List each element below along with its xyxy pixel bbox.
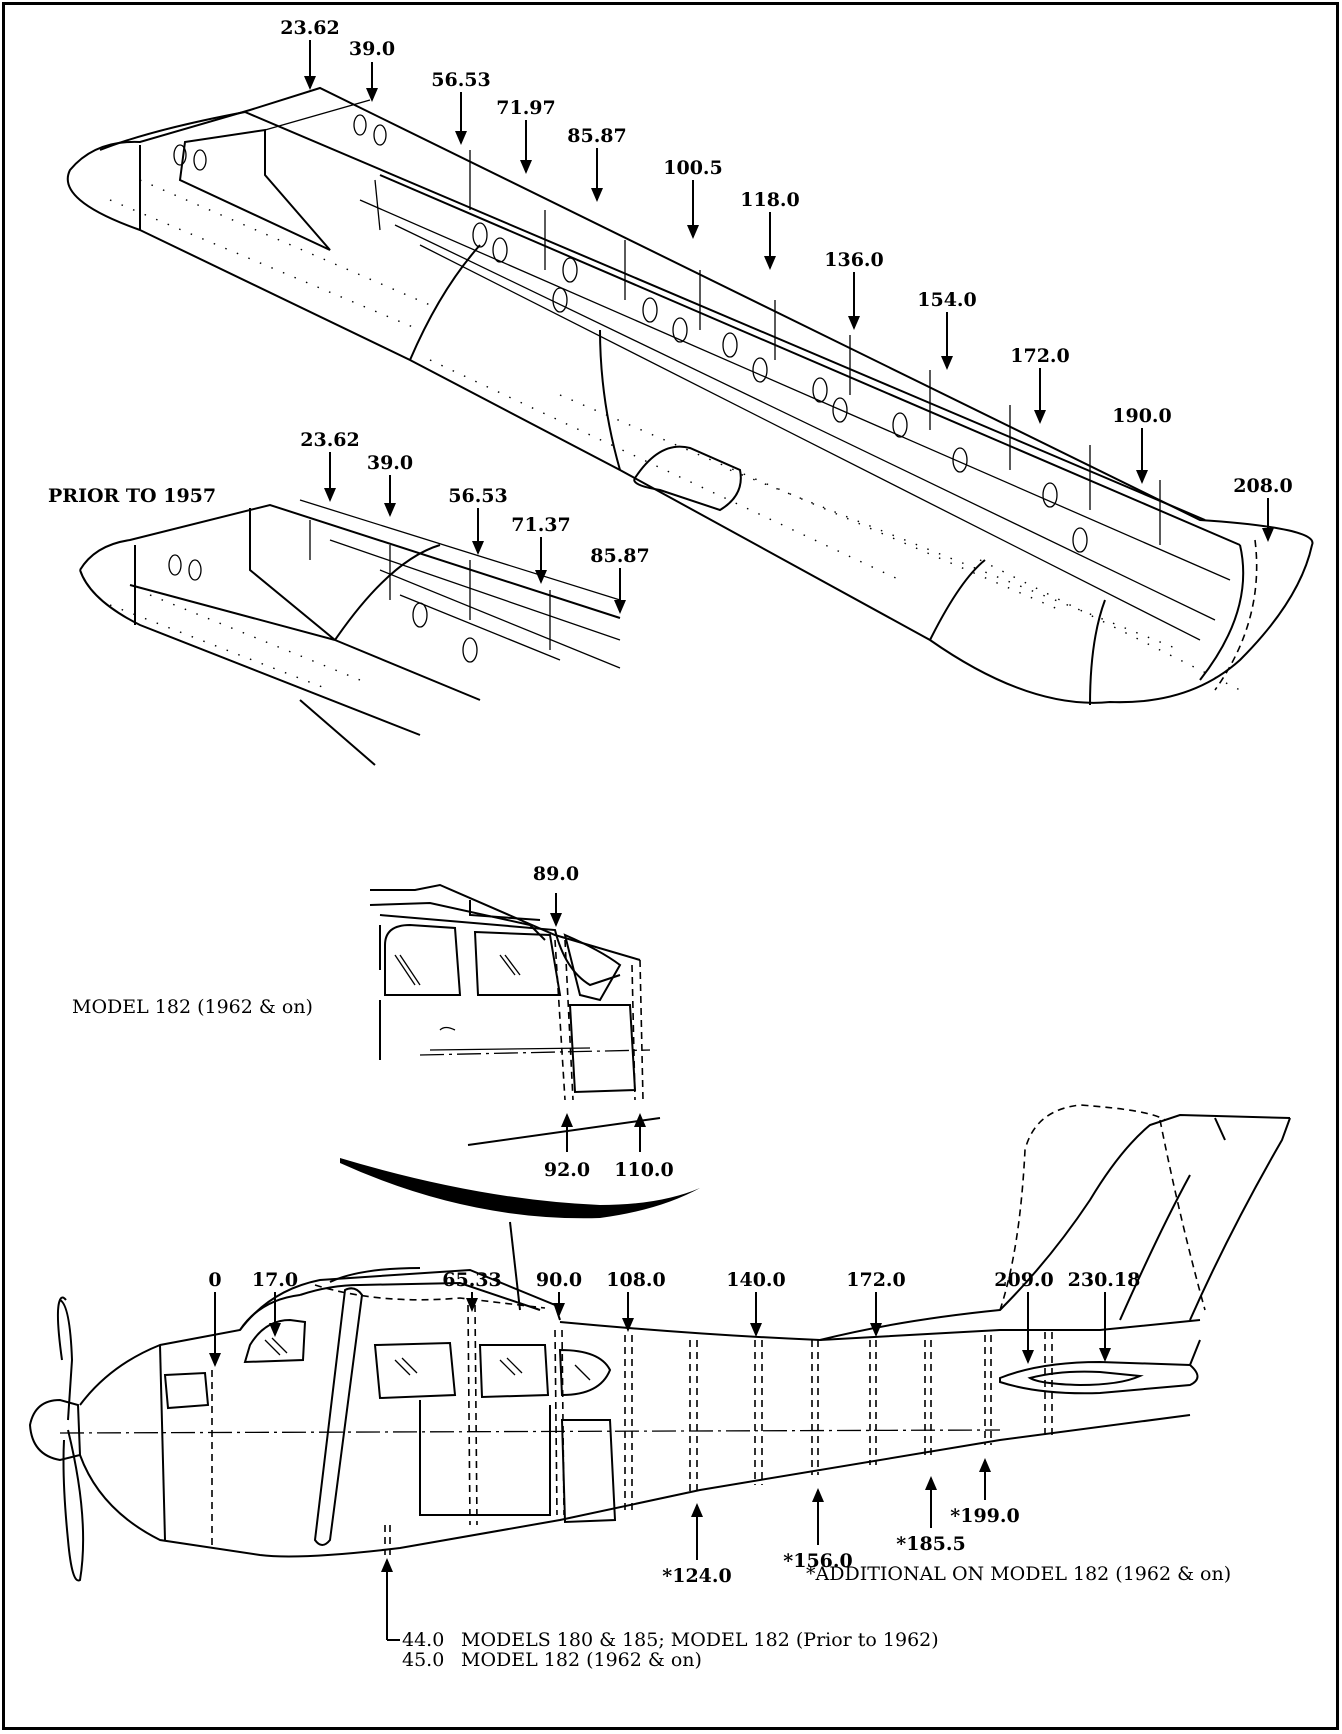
fuselage-station-label: 108.0 — [606, 1269, 666, 1291]
station-note-number: 45.0 — [402, 1649, 444, 1671]
fuselage-station-label: 0 — [208, 1269, 221, 1291]
prior-wing-labels: PRIOR TO 1957 23.62 39.0 56.53 71.37 85.… — [48, 429, 650, 567]
detail-station-label: 92.0 — [544, 1159, 590, 1181]
prior-station-label: 71.37 — [511, 514, 571, 536]
fuselage-station-label: 65.33 — [442, 1269, 502, 1291]
model182-detail — [340, 883, 700, 1311]
main-wing — [66, 86, 1314, 706]
station-note-text: MODEL 182 (1962 & on) — [461, 1649, 702, 1671]
prior-wing-caption: PRIOR TO 1957 — [48, 485, 216, 507]
station-note-number: 44.0 — [402, 1629, 444, 1651]
fuselage-station-label: 140.0 — [726, 1269, 786, 1291]
fuselage-station-label: 90.0 — [536, 1269, 582, 1291]
wing-station-label: 39.0 — [349, 38, 395, 60]
wing-station-label: 208.0 — [1233, 475, 1293, 497]
fuselage-station-label: 209.0 — [994, 1269, 1054, 1291]
fuselage-station-label: 172.0 — [846, 1269, 906, 1291]
wing-station-labels: 23.62 39.0 56.53 71.97 85.87 100.5 118.0… — [280, 17, 1293, 497]
prior-station-label: 56.53 — [448, 485, 508, 507]
detail-station-label: 89.0 — [533, 863, 579, 885]
wing-station-label: 136.0 — [824, 249, 884, 271]
wing-station-label: 172.0 — [1010, 345, 1070, 367]
prior-station-label: 85.87 — [590, 545, 650, 567]
starred-station-label: *199.0 — [950, 1505, 1019, 1527]
model182-detail-labels: MODEL 182 (1962 & on) 89.0 92.0 110.0 — [72, 863, 674, 1181]
additional-note: *ADDITIONAL ON MODEL 182 (1962 & on) — [806, 1563, 1231, 1585]
starred-station-label: *185.5 — [896, 1533, 965, 1555]
fuselage-labels: 0 17.0 65.33 90.0 108.0 140.0 172.0 209.… — [208, 1269, 1231, 1671]
wing-station-label: 190.0 — [1112, 405, 1172, 427]
fuselage-station-label: 17.0 — [252, 1269, 298, 1291]
arrows — [209, 40, 1274, 1641]
wing-station-label: 85.87 — [567, 125, 627, 147]
wing-station-label: 100.5 — [663, 157, 723, 179]
prior-station-label: 23.62 — [300, 429, 360, 451]
wing-station-label: 56.53 — [431, 69, 491, 91]
fuselage — [28, 1104, 1291, 1582]
station-note-text: MODELS 180 & 185; MODEL 182 (Prior to 19… — [461, 1629, 939, 1651]
prior-station-label: 39.0 — [367, 452, 413, 474]
wing-station-label: 154.0 — [917, 289, 977, 311]
starred-station-label: *124.0 — [662, 1565, 731, 1587]
wing-station-label: 118.0 — [740, 189, 800, 211]
detail-station-label: 110.0 — [614, 1159, 674, 1181]
wing-station-label: 71.97 — [496, 97, 556, 119]
fuselage-station-label: 230.18 — [1068, 1269, 1141, 1291]
detail-caption: MODEL 182 (1962 & on) — [72, 996, 313, 1018]
prior-wing — [79, 499, 621, 766]
starred-station-label: *156.0 — [783, 1550, 852, 1572]
wing-station-label: 23.62 — [280, 17, 340, 39]
